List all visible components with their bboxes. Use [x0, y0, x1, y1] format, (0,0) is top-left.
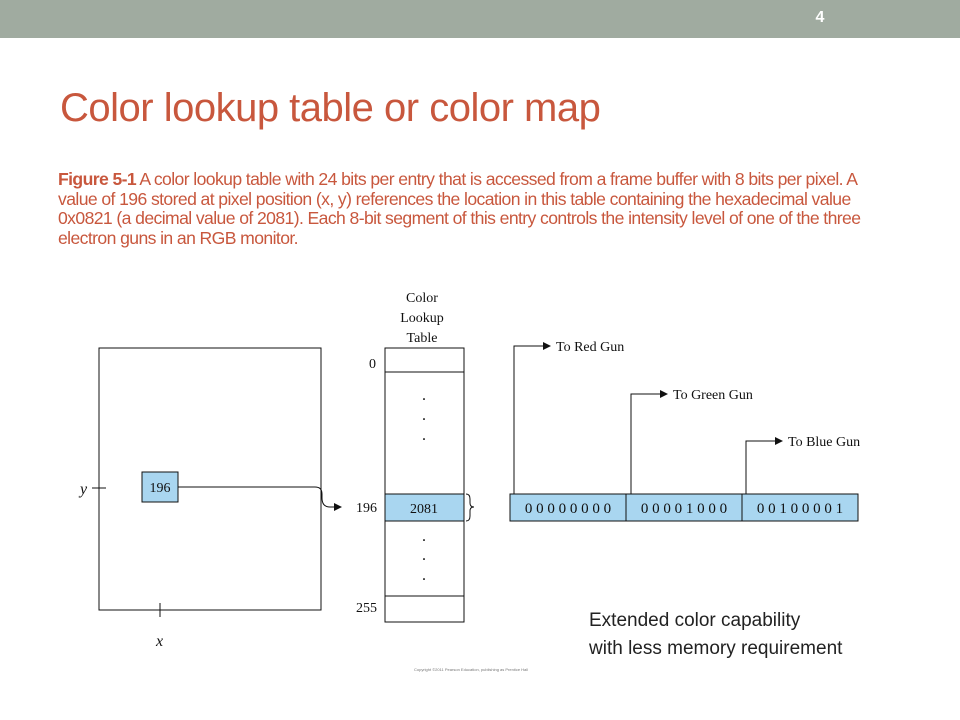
green-bits: 0 0 0 0 1 0 0 0 [641, 501, 727, 517]
slide-title: Color lookup table or color map [60, 86, 601, 130]
lookup-arrow [178, 486, 342, 511]
slide-number: 4 [815, 9, 825, 26]
blue-gun-label: To Blue Gun [788, 435, 860, 450]
red-bits: 0 0 0 0 0 0 0 0 [525, 501, 611, 517]
ellipsis-dot: . [422, 387, 426, 404]
index-255: 255 [356, 601, 377, 616]
side-note: Extended color capability with less memo… [589, 607, 842, 663]
selected-entry [384, 493, 465, 522]
red-gun-arrow [513, 342, 551, 494]
figure-label: Figure 5-1 [58, 169, 137, 189]
ellipsis-dot: . [422, 547, 426, 564]
table-title-line1: Color [406, 291, 438, 306]
blue-gun-arrow [745, 437, 783, 494]
pixel-value: 196 [150, 481, 171, 496]
side-note-line1: Extended color capability [589, 610, 801, 631]
ellipsis-dot: . [422, 567, 426, 584]
green-gun-arrow [630, 390, 668, 494]
ellipsis-dot: . [422, 407, 426, 424]
figure-caption: Figure 5-1 A color lookup table with 24 … [58, 169, 898, 248]
frame-buffer [98, 347, 322, 611]
index-0: 0 [369, 357, 376, 372]
selected-entry-value: 2081 [410, 502, 438, 517]
y-axis-label: y [78, 481, 88, 498]
side-note-line2: with less memory requirement [589, 638, 843, 659]
index-196: 196 [356, 501, 377, 516]
green-gun-label: To Green Gun [673, 388, 753, 403]
table-title-line2: Lookup [400, 311, 444, 326]
lookup-table [384, 347, 465, 623]
x-axis-label: x [155, 633, 163, 650]
bit-register [509, 493, 859, 522]
entry-brace [465, 493, 475, 522]
figure-caption-text: A color lookup table with 24 bits per en… [58, 169, 861, 248]
pixel-cell [141, 471, 179, 503]
red-gun-label: To Red Gun [556, 340, 624, 355]
ellipsis-dot: . [422, 528, 426, 545]
ellipsis-dot: . [422, 427, 426, 444]
top-bar: 4 [0, 0, 960, 38]
copyright-text: Copyright ©2011 Pearson Education, publi… [414, 667, 528, 672]
blue-bits: 0 0 1 0 0 0 0 1 [757, 501, 843, 517]
table-title-line3: Table [407, 331, 438, 346]
